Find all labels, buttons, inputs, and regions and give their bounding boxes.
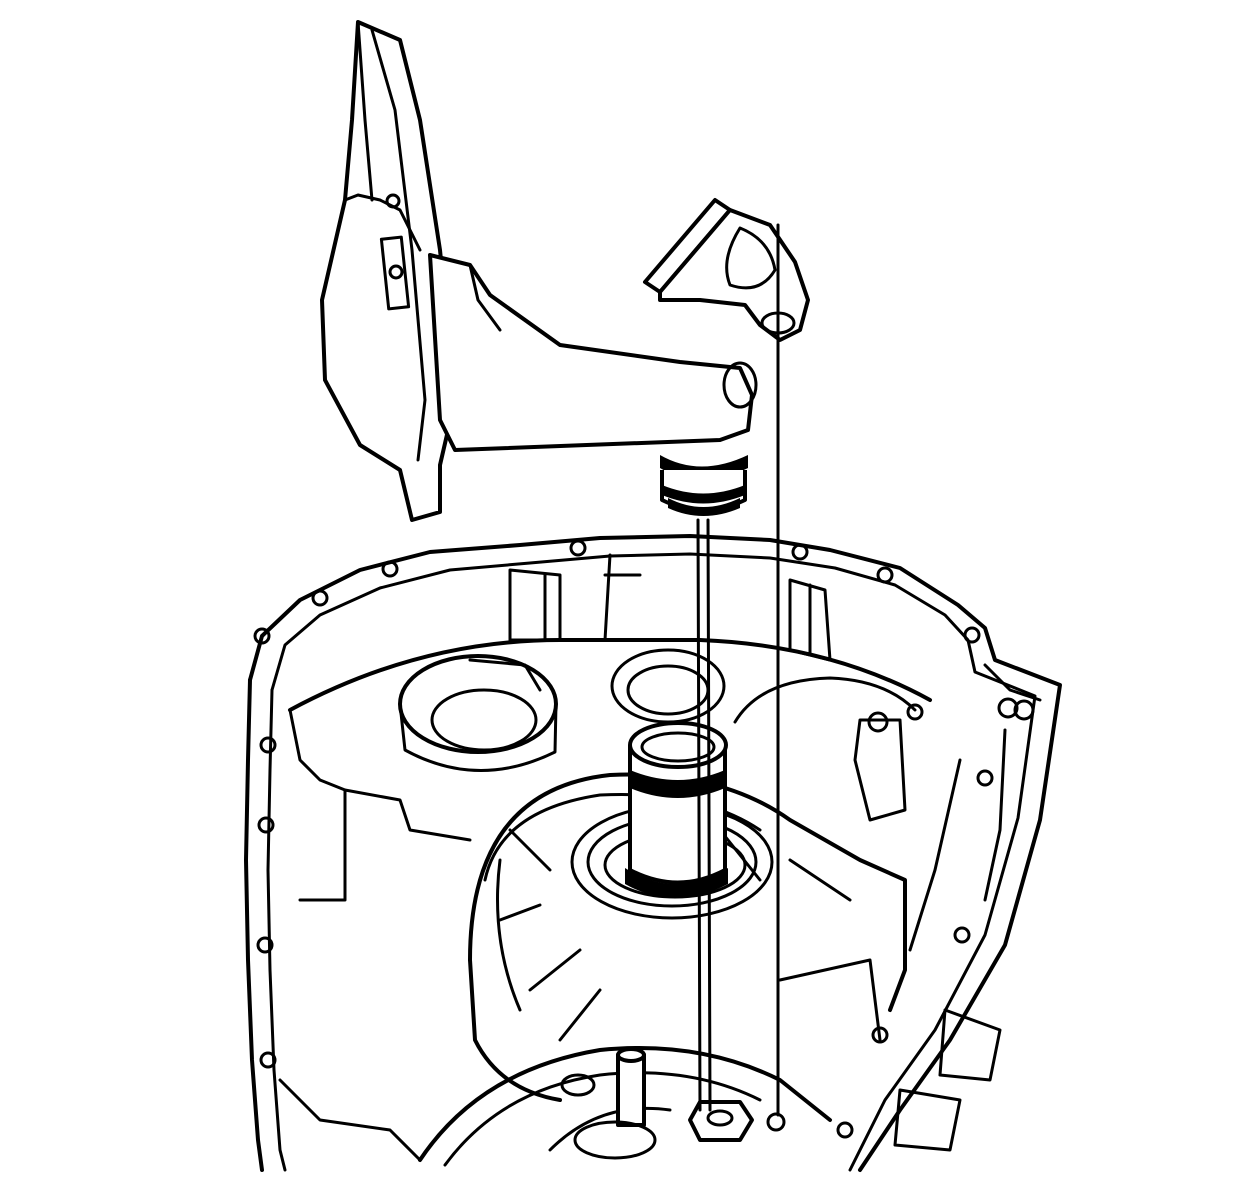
- left-bearing-bore: [398, 654, 558, 772]
- filter-housing-edge: [370, 28, 427, 462]
- flange-bolt-holes: [253, 539, 994, 1139]
- case-inner-bore-shelf: [288, 638, 932, 712]
- case-inner-left-wall: [266, 688, 287, 1172]
- case-left-wall: [244, 678, 264, 1172]
- installation-guide-lines: [696, 223, 780, 1117]
- fluid-filter: [320, 20, 758, 522]
- case-inner-wall-mid: [343, 788, 472, 842]
- case-inner-wall-left: [288, 708, 347, 902]
- output-shaft-hub: [570, 721, 774, 920]
- bolt-nut: [688, 1100, 754, 1142]
- transmission-case: [244, 534, 1062, 1172]
- filter-bracket: [643, 198, 810, 342]
- filter-seal: [660, 455, 748, 516]
- case-rib-left: [508, 568, 562, 642]
- filter-housing: [320, 20, 457, 522]
- case-lower-left-rim: [278, 1078, 422, 1162]
- case-rib-right: [788, 578, 832, 662]
- case-rib-center: [603, 553, 642, 642]
- guide-line-filter-2: [706, 518, 712, 1112]
- guide-line-filter: [696, 518, 702, 1112]
- case-outer-flange: [248, 534, 1062, 1172]
- bolt-hole-lower: [766, 1112, 786, 1132]
- case-right-casting: [853, 663, 1042, 1152]
- filter-pickup-arm: [428, 253, 754, 452]
- lower-gear-assembly: [418, 1046, 832, 1167]
- case-inner-flange: [270, 552, 1037, 1172]
- right-large-bore: [733, 676, 917, 724]
